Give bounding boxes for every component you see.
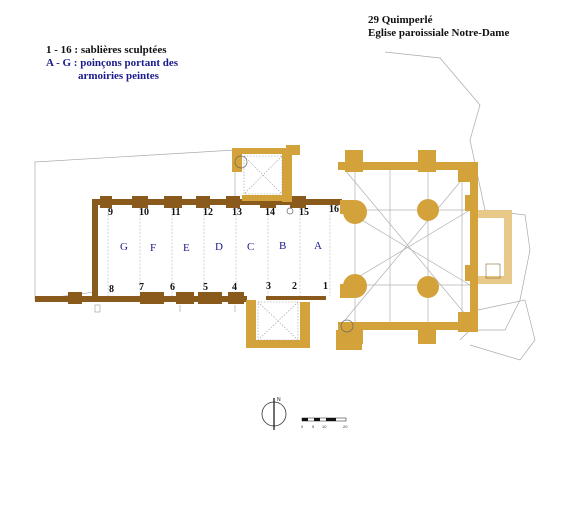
scale-label-20: 20 bbox=[343, 424, 348, 429]
sabliere-16: 16 bbox=[329, 204, 339, 215]
poincon-G: G bbox=[120, 241, 128, 253]
sabliere-3: 3 bbox=[266, 281, 271, 292]
sabliere-15: 15 bbox=[299, 207, 309, 218]
poincon-B: B bbox=[279, 240, 286, 252]
sabliere-13: 13 bbox=[232, 207, 242, 218]
porch-interiors bbox=[243, 155, 299, 341]
scale-label-0: 0 bbox=[301, 424, 304, 429]
choir-vault-lines bbox=[340, 165, 478, 325]
choir-walls bbox=[232, 145, 478, 350]
title-line-2: Eglise paroissiale Notre-Dame bbox=[368, 27, 510, 39]
poincon-A: A bbox=[314, 240, 322, 252]
north-label: N bbox=[277, 397, 281, 403]
scale-label-5: 5 bbox=[312, 424, 315, 429]
vault-lines bbox=[107, 204, 331, 296]
sabliere-10: 10 bbox=[139, 207, 149, 218]
poincon-labels: A B C D E F G bbox=[120, 240, 322, 254]
poincon-D: D bbox=[215, 241, 223, 253]
sabliere-labels: 1 2 3 4 5 6 7 8 9 10 11 12 13 14 15 16 bbox=[108, 204, 339, 295]
sabliere-1: 1 bbox=[323, 281, 328, 292]
sabliere-11: 11 bbox=[171, 207, 180, 218]
sabliere-4: 4 bbox=[232, 282, 237, 293]
stair-turrets bbox=[234, 155, 354, 333]
sabliere-9: 9 bbox=[108, 207, 113, 218]
sabliere-8: 8 bbox=[109, 284, 114, 295]
scale-bar: 0 5 10 20 bbox=[301, 417, 348, 429]
legend-poincons-cont: armoiries peintes bbox=[78, 70, 159, 82]
north-arrow: N bbox=[261, 397, 287, 430]
poincon-F: F bbox=[150, 242, 156, 254]
nave-walls bbox=[35, 196, 342, 304]
legend-poincons: A - G : poinçons portant des bbox=[46, 57, 179, 69]
apse-addition bbox=[478, 210, 512, 284]
legend-sablieres: 1 - 16 : sablières sculptées bbox=[46, 44, 167, 56]
sabliere-14: 14 bbox=[265, 207, 275, 218]
sabliere-6: 6 bbox=[170, 282, 175, 293]
sabliere-12: 12 bbox=[203, 207, 213, 218]
title-line-1: 29 Quimperlé bbox=[368, 14, 433, 26]
scale-label-10: 10 bbox=[322, 424, 327, 429]
sabliere-2: 2 bbox=[292, 281, 297, 292]
sabliere-5: 5 bbox=[203, 282, 208, 293]
sabliere-7: 7 bbox=[139, 282, 144, 293]
poincon-C: C bbox=[247, 241, 254, 253]
poincon-E: E bbox=[183, 242, 190, 254]
